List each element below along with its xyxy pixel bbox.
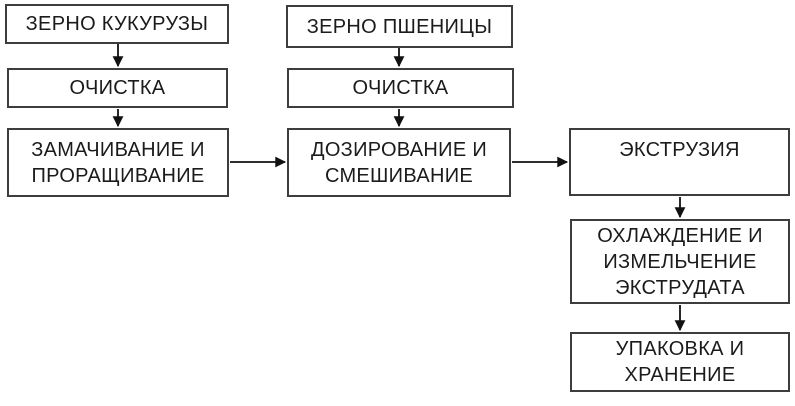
node-dosing-mixing: ДОЗИРОВАНИЕ И СМЕШИВАНИЕ [287,128,511,197]
node-wheat-cleaning: ОЧИСТКА [287,68,514,108]
node-cooling-grinding: ОХЛАЖДЕНИЕ И ИЗМЕЛЬЧЕНИЕ ЭКСТРУДАТА [570,219,790,304]
node-extrusion: ЭКСТРУЗИЯ [569,128,790,196]
node-soaking-germination: ЗАМАЧИВАНИЕ И ПРОРАЩИВАНИЕ [7,128,229,197]
node-packaging-storage: УПАКОВКА И ХРАНЕНИЕ [570,332,790,392]
node-corn-cleaning: ОЧИСТКА [7,68,228,108]
node-wheat-grain: ЗЕРНО ПШЕНИЦЫ [286,5,513,48]
node-corn-grain: ЗЕРНО КУКУРУЗЫ [5,4,229,44]
